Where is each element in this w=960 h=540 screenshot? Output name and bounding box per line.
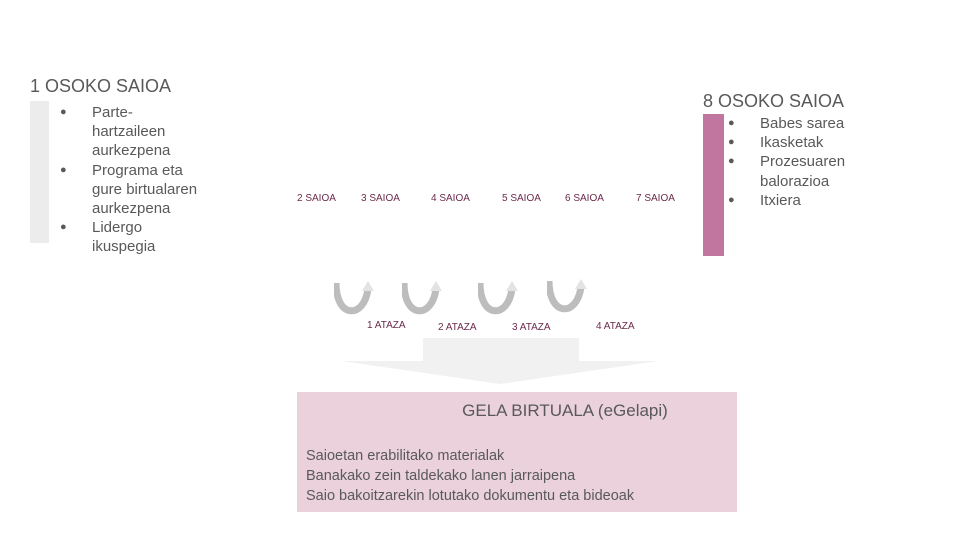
- left-session-title: 1 OSOKO SAIOA: [30, 76, 172, 96]
- virtual-classroom-lines: Saioetan erabilitako materialak Banakako…: [306, 446, 634, 506]
- right-session-title: 8 OSOKO SAIOA: [703, 91, 845, 111]
- bullet-icon: ●: [728, 155, 735, 168]
- feature-line: Banakako zein taldekako lanen jarraipena: [306, 468, 576, 484]
- session-label: 7 SAIOA: [636, 193, 675, 204]
- bullet-icon: ●: [728, 117, 735, 129]
- task-label: 2 ATAZA: [438, 322, 477, 333]
- virtual-classroom-box: GELA BIRTUALA (eGelapi) Saioetan erabili…: [297, 392, 737, 512]
- session-label: 3 SAIOA: [361, 193, 400, 204]
- u-turn-arrow-icon: [478, 281, 518, 315]
- bullet-icon: ●: [728, 136, 735, 149]
- feature-line: Saioetan erabilitako materialak: [306, 448, 505, 464]
- bullet-icon: ●: [728, 193, 735, 206]
- u-turn-arrow-icon: [334, 281, 374, 315]
- task-label: 4 ATAZA: [596, 321, 635, 332]
- down-arrow-icon: [342, 338, 658, 384]
- list-item: ●Itxiera: [728, 191, 801, 209]
- u-turn-arrow-icon: [402, 281, 442, 315]
- bullet-icon: ●: [60, 106, 67, 118]
- session-label: 6 SAIOA: [565, 193, 604, 204]
- list-item: ●Babes sarea: [728, 115, 845, 132]
- virtual-classroom-title: GELA BIRTUALA (eGelapi): [462, 401, 668, 420]
- u-turn-arrow-icon: [547, 279, 587, 313]
- task-label: 1 ATAZA: [367, 320, 406, 331]
- session-label: 5 SAIOA: [502, 193, 541, 204]
- right-session-bar: [703, 114, 724, 256]
- list-item: ●Ikasketak: [728, 134, 824, 152]
- left-session-bar: [30, 101, 49, 243]
- task-label: 3 ATAZA: [512, 322, 551, 333]
- bullet-icon: ●: [60, 163, 67, 176]
- session-label: 2 SAIOA: [297, 193, 336, 204]
- session-label: 4 SAIOA: [431, 193, 470, 204]
- feature-line: Saio bakoitzarekin lotutako dokumentu et…: [306, 488, 635, 504]
- bullet-icon: ●: [60, 221, 67, 234]
